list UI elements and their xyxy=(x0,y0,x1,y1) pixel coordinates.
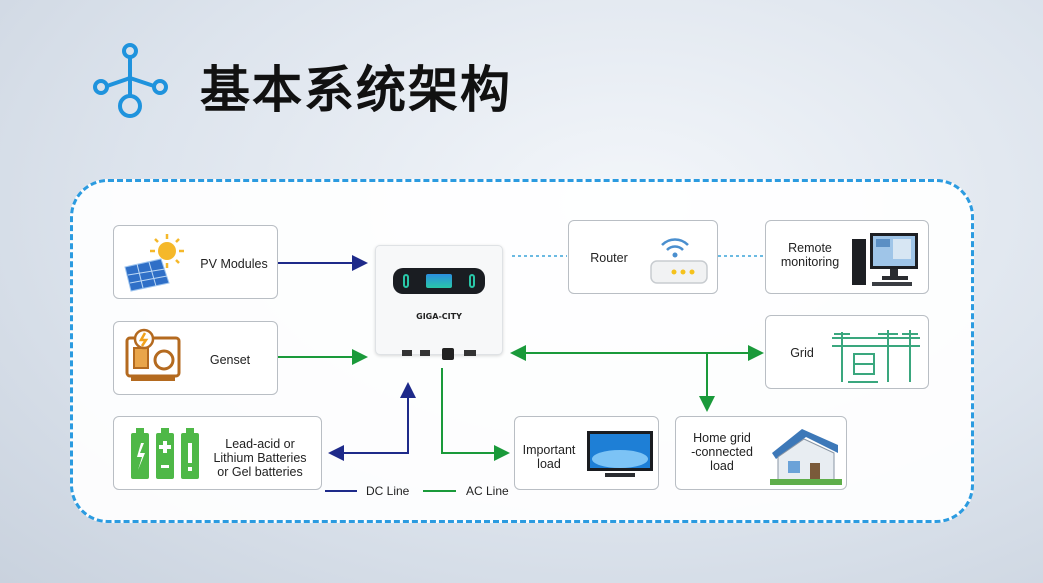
inverter-left-indicator xyxy=(403,274,409,288)
remote-label-line1: Remote xyxy=(788,241,832,255)
generator-icon xyxy=(125,328,181,381)
pv-modules-node: PV Modules xyxy=(113,225,278,299)
important-load-label-line1: Important xyxy=(522,443,576,457)
inverter-right-indicator xyxy=(469,274,475,288)
computer-monitor-icon xyxy=(852,233,918,286)
grid-node: Grid xyxy=(765,315,929,389)
power-tower-icon xyxy=(832,330,920,383)
batteries-label-line3: or Gel batteries xyxy=(217,465,303,479)
inverter-terminals xyxy=(402,348,478,360)
battery-icon xyxy=(131,428,199,479)
genset-label: Genset xyxy=(209,353,251,367)
inverter-brand: GIGA-CITY xyxy=(416,312,462,321)
battery-dc-line xyxy=(328,382,416,461)
pv-modules-label: PV Modules xyxy=(200,257,268,271)
home-load-label-line1: Home grid xyxy=(693,431,751,445)
home-load-node: Home grid -connected load xyxy=(675,416,847,490)
legend-ac-label: AC Line xyxy=(466,484,509,498)
important-load-node: Important load xyxy=(514,416,659,490)
remote-monitoring-node: Remote monitoring xyxy=(765,220,929,294)
wifi-router-icon xyxy=(650,238,708,284)
batteries-node: Lead-acid or Lithium Batteries or Gel ba… xyxy=(113,416,322,490)
home-load-label-line3: load xyxy=(710,459,734,473)
important-load-label-line2: load xyxy=(537,457,561,471)
tv-icon xyxy=(587,431,653,477)
batteries-label-line1: Lead-acid or xyxy=(225,437,295,451)
inverter-display-panel xyxy=(393,268,485,294)
page-title: 基本系统架构 xyxy=(200,61,512,119)
remote-label-line2: monitoring xyxy=(780,255,840,269)
title-block: 基本系统架构 xyxy=(88,38,588,128)
network-node-icon xyxy=(93,43,168,118)
important-load-ac-line xyxy=(441,368,510,461)
router-node: Router xyxy=(568,220,718,294)
inverter-screen xyxy=(426,274,452,288)
home-load-label-line2: -connected xyxy=(691,445,753,459)
solar-panel-icon xyxy=(124,234,184,292)
batteries-label-line2: Lithium Batteries xyxy=(213,451,307,465)
inverter-node: GIGA-CITY xyxy=(375,245,503,360)
legend-dc-label: DC Line xyxy=(366,484,410,498)
router-label: Router xyxy=(590,251,628,265)
genset-node: Genset xyxy=(113,321,278,395)
grid-label: Grid xyxy=(790,346,814,360)
house-icon xyxy=(770,429,842,485)
